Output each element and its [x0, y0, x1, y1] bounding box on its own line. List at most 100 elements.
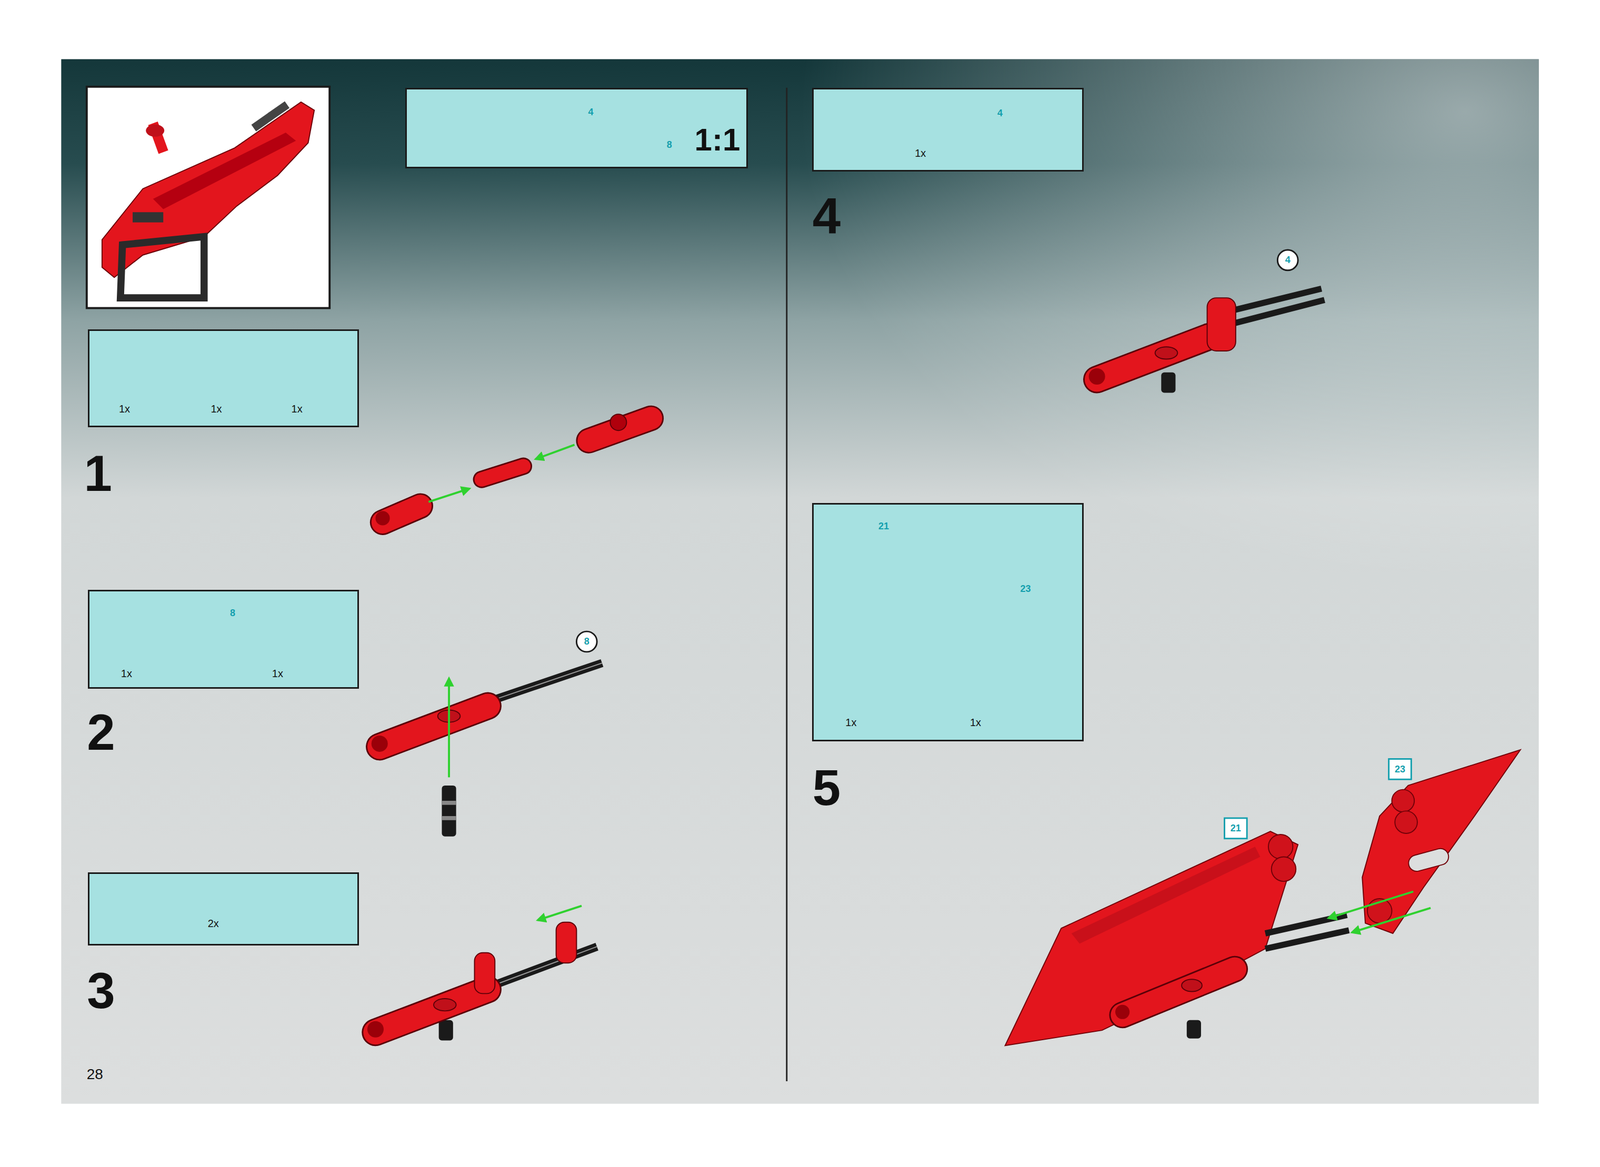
illustration-rect: [1207, 297, 1236, 352]
illustration-rect: [1406, 846, 1451, 874]
text-anchor: 8: [666, 140, 673, 150]
callout-square: [1388, 758, 1412, 780]
text-anchor: 1x: [291, 403, 303, 415]
illustration-line: [481, 466, 524, 480]
quantity-label: 1x: [121, 668, 133, 679]
illustration-line: [487, 663, 603, 703]
text-anchor: 4: [588, 107, 594, 117]
text-anchor: 8: [584, 636, 590, 647]
illustration-line: [447, 678, 450, 778]
parts-box: 481:1: [405, 87, 748, 169]
illustration-circle: [367, 1021, 384, 1038]
illustration-line: [481, 466, 524, 480]
illustration-rect: [441, 801, 456, 806]
text-anchor: 23: [1020, 584, 1031, 594]
text-anchor: 1x: [121, 668, 133, 679]
parts-box: 41x: [812, 87, 1084, 172]
illustration-path: [120, 236, 205, 298]
illustration-circle: [1088, 368, 1106, 385]
illustration-path: [1005, 831, 1298, 1046]
illustration-line: [1122, 969, 1235, 1016]
step-number: 2: [86, 707, 115, 758]
text-anchor: 4: [1285, 255, 1291, 265]
model-thumbnail: [86, 86, 330, 309]
callout-number: 21: [1230, 823, 1242, 834]
step-number: 4: [812, 191, 841, 242]
illustration-line: [785, 87, 788, 1082]
text-anchor: 8: [230, 608, 236, 618]
callout-number: 21: [878, 521, 889, 532]
parts-box: 81x1x: [87, 590, 360, 689]
illustration-line: [428, 488, 470, 503]
callout-number: 4: [1285, 255, 1291, 265]
illustration-circle: [375, 511, 390, 526]
text-anchor: 21: [878, 521, 889, 532]
illustration-line: [487, 946, 597, 988]
text-anchor: 4: [812, 191, 841, 242]
illustration-line: [535, 444, 575, 459]
illustration-circle: [371, 735, 388, 753]
parts-box: 21 23 1x 1x: [812, 503, 1084, 743]
callout-circle: [1277, 250, 1298, 271]
quantity-label: 1x: [970, 717, 982, 728]
parts-box: 2x: [87, 872, 360, 947]
step-3-assembly: [367, 906, 597, 1042]
callout-number: 8: [666, 140, 673, 150]
illustration-rect: [132, 212, 164, 223]
text-anchor: 21: [1230, 823, 1242, 834]
text-anchor: 23: [1394, 764, 1406, 775]
text-anchor: 2: [86, 707, 115, 758]
callout-number: 4: [588, 107, 594, 117]
callout-frames: [222, 102, 1412, 839]
callout-number: 8: [230, 608, 236, 618]
illustration-line: [1229, 300, 1325, 325]
illustration-ellipse: [1155, 346, 1178, 359]
page-number: 28: [86, 1067, 104, 1083]
illustration-ellipse: [433, 998, 457, 1012]
illustration-line: [379, 706, 488, 748]
text-anchor: 5: [812, 762, 841, 814]
illustration-rect: [441, 785, 456, 837]
text-anchor: 1x: [845, 717, 857, 728]
illustration-rect: [556, 922, 577, 964]
illustration-line: [1122, 969, 1235, 1016]
illustration-circle: [1115, 1005, 1130, 1020]
step-5-assembly: [1005, 750, 1521, 1046]
illustration-line: [487, 663, 603, 703]
step-4-assembly: [1088, 288, 1325, 394]
illustration-line: [1328, 892, 1414, 919]
illustration-line: [375, 990, 488, 1033]
text-anchor: 1: [83, 448, 112, 499]
illustration-rect: [61, 58, 1539, 1104]
illustration-path: [1071, 846, 1261, 944]
illustration-circle: [610, 414, 627, 431]
illustration-path: [102, 102, 315, 278]
illustration-line: [537, 906, 582, 921]
illustration-path: [153, 132, 296, 209]
illustration-ellipse: [1181, 979, 1203, 992]
quantity-label: 1x: [914, 147, 926, 159]
illustration-rect: [441, 816, 456, 821]
illustration-circle: [1394, 811, 1418, 834]
callout-number: 23: [1020, 584, 1031, 594]
illustration-ellipse: [145, 124, 165, 137]
quantity-label: 1x: [118, 403, 130, 415]
text-anchor: 1x: [210, 403, 222, 415]
quantity-label: 1x: [291, 403, 303, 415]
quantity-label: 1x: [845, 717, 857, 728]
illustration-line: [487, 946, 597, 988]
text-anchor: 1x: [914, 147, 926, 159]
step-2-assembly: [371, 663, 603, 837]
parts-box: 1x 1x 1x: [87, 329, 360, 428]
callout-number: 23: [1394, 764, 1406, 775]
illustration-rect: [438, 1020, 454, 1042]
illustration-rect: [474, 953, 496, 995]
callout-square: [1224, 818, 1248, 839]
illustration-line: [1265, 930, 1349, 949]
text-anchor: 2x: [207, 918, 219, 929]
step-number: 3: [86, 965, 115, 1017]
illustration-line: [379, 706, 488, 748]
